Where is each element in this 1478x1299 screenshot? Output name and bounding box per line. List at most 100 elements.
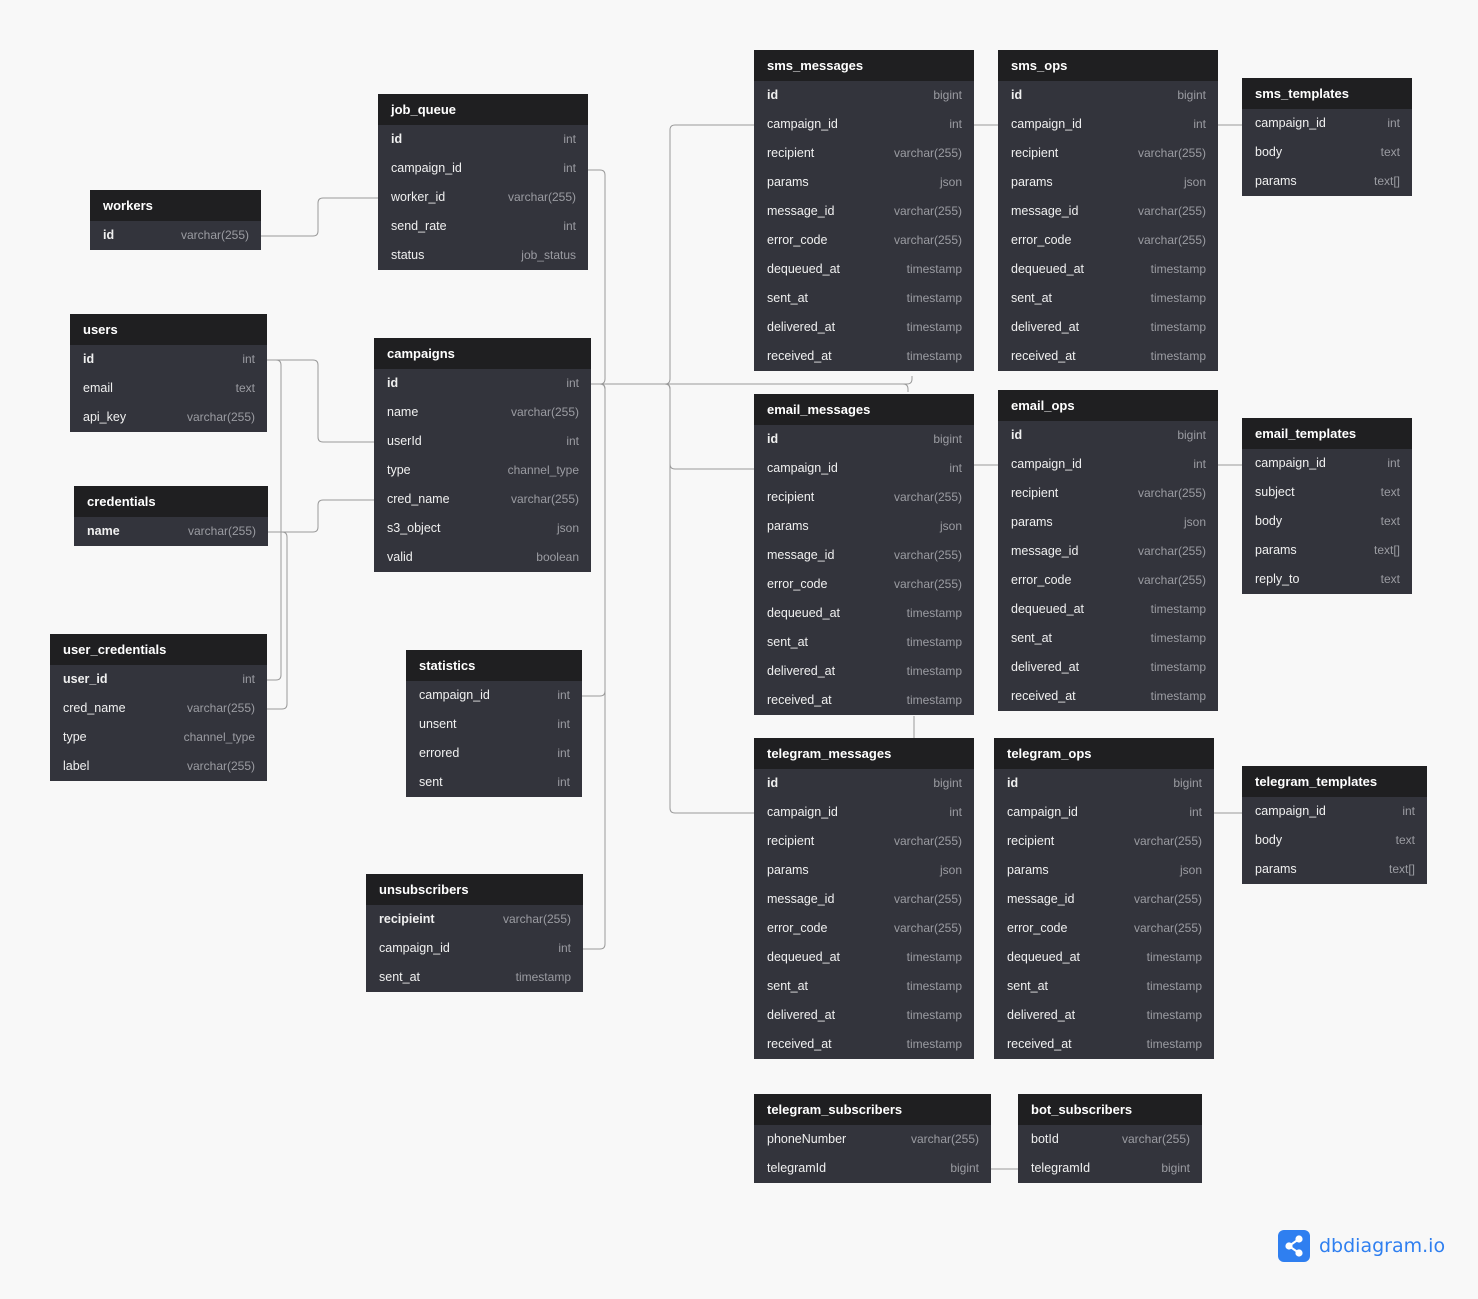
table-header-workers[interactable]: workers — [90, 190, 261, 221]
table-header-unsubscribers[interactable]: unsubscribers — [366, 874, 583, 905]
table-header-email-templates[interactable]: email_templates — [1242, 418, 1412, 449]
table-header-job-queue[interactable]: job_queue — [378, 94, 588, 125]
table-header-email-ops[interactable]: email_ops — [998, 390, 1218, 421]
table-header-email-messages[interactable]: email_messages — [754, 394, 974, 425]
table-header-bot-subscribers[interactable]: bot_subscribers — [1018, 1094, 1202, 1125]
table-header-user-credentials[interactable]: user_credentials — [50, 634, 267, 665]
table-header-statistics[interactable]: statistics — [406, 650, 582, 681]
table-header-telegram-templates[interactable]: telegram_templates — [1242, 766, 1427, 797]
table-header-telegram-messages[interactable]: telegram_messages — [754, 738, 974, 769]
table-header-credentials[interactable]: credentials — [74, 486, 268, 517]
table-header-sms-messages[interactable]: sms_messages — [754, 50, 974, 81]
table-header-sms-templates[interactable]: sms_templates — [1242, 78, 1412, 109]
table-header-sms-ops[interactable]: sms_ops — [998, 50, 1218, 81]
table-header-telegram-ops[interactable]: telegram_ops — [994, 738, 1214, 769]
